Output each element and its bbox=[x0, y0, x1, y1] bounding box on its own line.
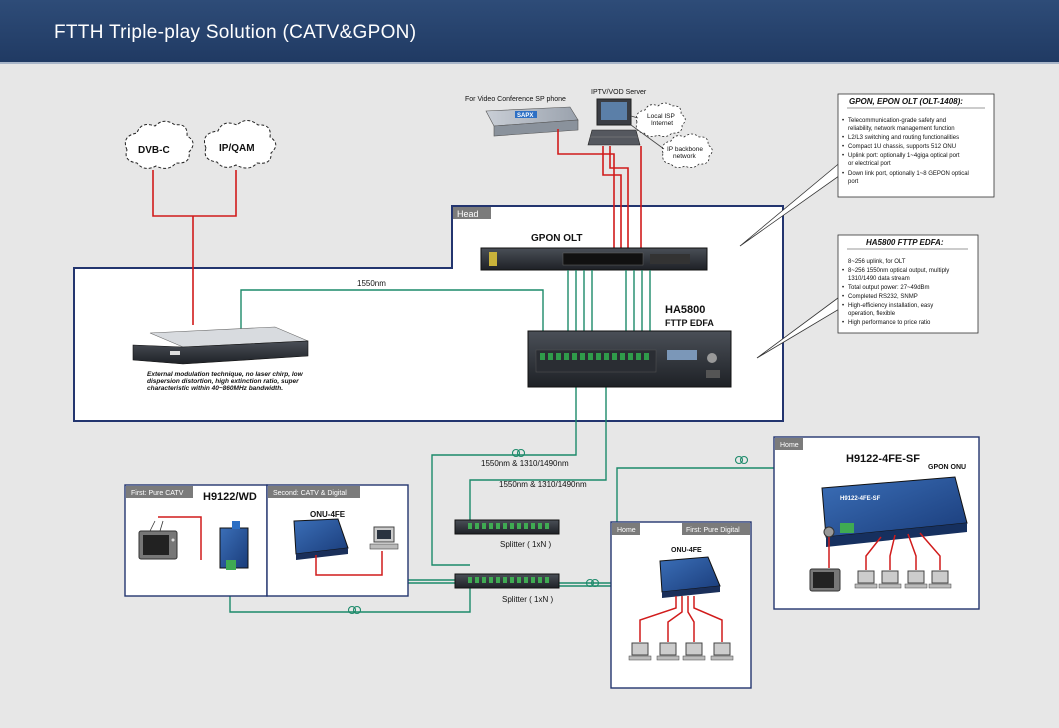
svg-text:•: • bbox=[842, 294, 844, 300]
home-right-pcs bbox=[854, 570, 952, 589]
edfa-callout-title: HA5800 FTTP EDFA: bbox=[866, 238, 944, 247]
dvbc-cloud: DVB-C bbox=[124, 120, 194, 169]
home-right-tv bbox=[809, 568, 841, 592]
edfa-callout-item-4: Completed RS232, SNMP bbox=[848, 294, 918, 300]
sapx-device: SAPX bbox=[485, 106, 579, 137]
fttp-edfa-label: FTTP EDFA bbox=[665, 318, 714, 328]
svg-text:•: • bbox=[842, 144, 844, 150]
home-left-pcs bbox=[628, 642, 734, 661]
splitter-bottom bbox=[454, 573, 560, 589]
first-box-model: H9122/WD bbox=[203, 491, 257, 503]
home-right-sub: GPON ONU bbox=[928, 464, 966, 471]
olt-callout-item-2: L2/L3 switching and routing functionalit… bbox=[848, 135, 959, 141]
head-tag: Head bbox=[457, 209, 479, 219]
transmitter-desc-1: External modulation technique, no laser … bbox=[147, 371, 304, 378]
h9122wd-device bbox=[219, 521, 249, 570]
splitter-top-label: Splitter ( 1xN ) bbox=[500, 540, 551, 549]
wavelength-1550: 1550nm bbox=[357, 279, 386, 288]
tv-coax-link bbox=[158, 516, 202, 560]
gpon-olt-label: GPON OLT bbox=[531, 233, 582, 244]
ip-backbone-cloud: IP backbone network bbox=[661, 133, 713, 168]
iptv-label: IPTV/VOD Server bbox=[591, 89, 647, 96]
local-isp-line2: Internet bbox=[651, 120, 673, 127]
dvbc-label: DVB-C bbox=[138, 145, 170, 156]
svg-text:•: • bbox=[842, 171, 844, 177]
edfa-device bbox=[527, 330, 732, 388]
first-box-tag: First: Pure CATV bbox=[131, 490, 184, 497]
second-box-device: ONU-4FE bbox=[310, 510, 346, 519]
home-left-tag: Home bbox=[617, 527, 636, 534]
link-label-a: 1550nm & 1310/1490nm bbox=[481, 459, 569, 468]
olt-callout-title: GPON, EPON OLT (OLT-1408): bbox=[849, 97, 963, 106]
edfa-callout-item-2a: 8~256 1550nm optical output, multiply bbox=[848, 268, 949, 274]
home-right-model: H9122-4FE-SF bbox=[846, 453, 920, 465]
home-left-box bbox=[610, 521, 752, 689]
head-tag-bg bbox=[453, 207, 491, 219]
svg-text:•: • bbox=[842, 303, 844, 309]
edfa-callout: HA5800 FTTP EDFA: 8~256 uplink, for OLT … bbox=[756, 234, 979, 359]
gpon-onu-device: H9122-4FE-SF bbox=[821, 476, 968, 547]
onu-4fe-device-left bbox=[293, 518, 349, 560]
page-header: FTTH Triple-play Solution (CATV&GPON) bbox=[0, 0, 1059, 64]
edfa-callout-item-5a: High-efficiency installation, easy bbox=[848, 303, 933, 309]
edfa-callout-item-3: Total output power: 27~49dBm bbox=[848, 285, 930, 291]
ipqam-cloud: IP/QAM bbox=[204, 120, 277, 169]
onu-pc-link bbox=[315, 551, 383, 576]
local-isp-line1: Local ISP bbox=[647, 113, 675, 120]
video-conf-label: For Video Conference SP phone bbox=[465, 96, 566, 103]
olt-callout-item-1a: Telecommunication-grade safety and bbox=[848, 118, 946, 124]
svg-text:•: • bbox=[842, 268, 844, 274]
olt-callout-item-4a: Uplink port: optionally 1~4giga optical … bbox=[848, 153, 960, 159]
olt-callout-item-5a: Down link port, optionally 1~8 GEPON opt… bbox=[848, 171, 969, 177]
page-title: FTTH Triple-play Solution (CATV&GPON) bbox=[54, 22, 417, 43]
gpon-olt-device bbox=[480, 247, 708, 271]
pc-icon bbox=[369, 526, 399, 550]
sapx-label: SAPX bbox=[517, 113, 533, 119]
home-right-tag: Home bbox=[780, 442, 799, 449]
olt-callout-item-1b: reliability, network management function bbox=[848, 126, 955, 132]
home-left-lan-links bbox=[639, 596, 723, 642]
ip-backbone-line1: IP backbone bbox=[667, 146, 703, 153]
svg-text:•: • bbox=[842, 135, 844, 141]
onu-4fe-device-home bbox=[659, 556, 721, 598]
olt-callout-item-4b: or electrical port bbox=[848, 161, 891, 167]
ha5800-label: HA5800 bbox=[665, 304, 705, 316]
home-left-device: ONU-4FE bbox=[671, 547, 702, 554]
olt-callout: GPON, EPON OLT (OLT-1408): • Telecommuni… bbox=[739, 93, 995, 247]
transmitter-device bbox=[132, 326, 309, 365]
fiber-coil-markers bbox=[347, 448, 749, 615]
ip-backbone-line2: network bbox=[673, 153, 697, 160]
transmitter-desc-2: dispersion distortion, high extinction r… bbox=[147, 378, 299, 385]
olt-callout-item-3: Compact 1U chassis, supports 512 ONU bbox=[848, 144, 956, 150]
link-label-b: 1550nm & 1310/1490nm bbox=[499, 480, 587, 489]
edfa-callout-item-5b: operation, flexible bbox=[848, 311, 896, 317]
splitter-top bbox=[454, 519, 560, 535]
local-isp-cloud: Local ISP Internet bbox=[635, 102, 686, 137]
tv-icon bbox=[138, 520, 178, 560]
svg-text:•: • bbox=[842, 153, 844, 159]
red-links-top bbox=[152, 129, 642, 325]
edfa-callout-item-2b: 1310/1490 data stream bbox=[848, 276, 910, 282]
edfa-callout-item-1: 8~256 uplink, for OLT bbox=[848, 259, 906, 265]
svg-text:•: • bbox=[842, 285, 844, 291]
svg-text:•: • bbox=[842, 320, 844, 326]
gpon-onu-lan-links bbox=[828, 532, 941, 570]
transmitter-desc-3: characteristic within 40~860MHz bandwidt… bbox=[147, 385, 283, 392]
gpon-onu-device-label: H9122-4FE-SF bbox=[840, 496, 881, 502]
ipqam-label: IP/QAM bbox=[219, 143, 255, 154]
splitter-bottom-label: Splitter ( 1xN ) bbox=[502, 595, 553, 604]
edfa-callout-item-6: High performance to price ratio bbox=[848, 320, 931, 326]
home-left-tag2: First: Pure Digital bbox=[686, 527, 740, 534]
olt-callout-item-5b: port bbox=[848, 179, 859, 185]
svg-text:•: • bbox=[842, 118, 844, 124]
iptv-server bbox=[587, 98, 641, 146]
second-box-tag: Second: CATV & Digital bbox=[273, 490, 347, 497]
